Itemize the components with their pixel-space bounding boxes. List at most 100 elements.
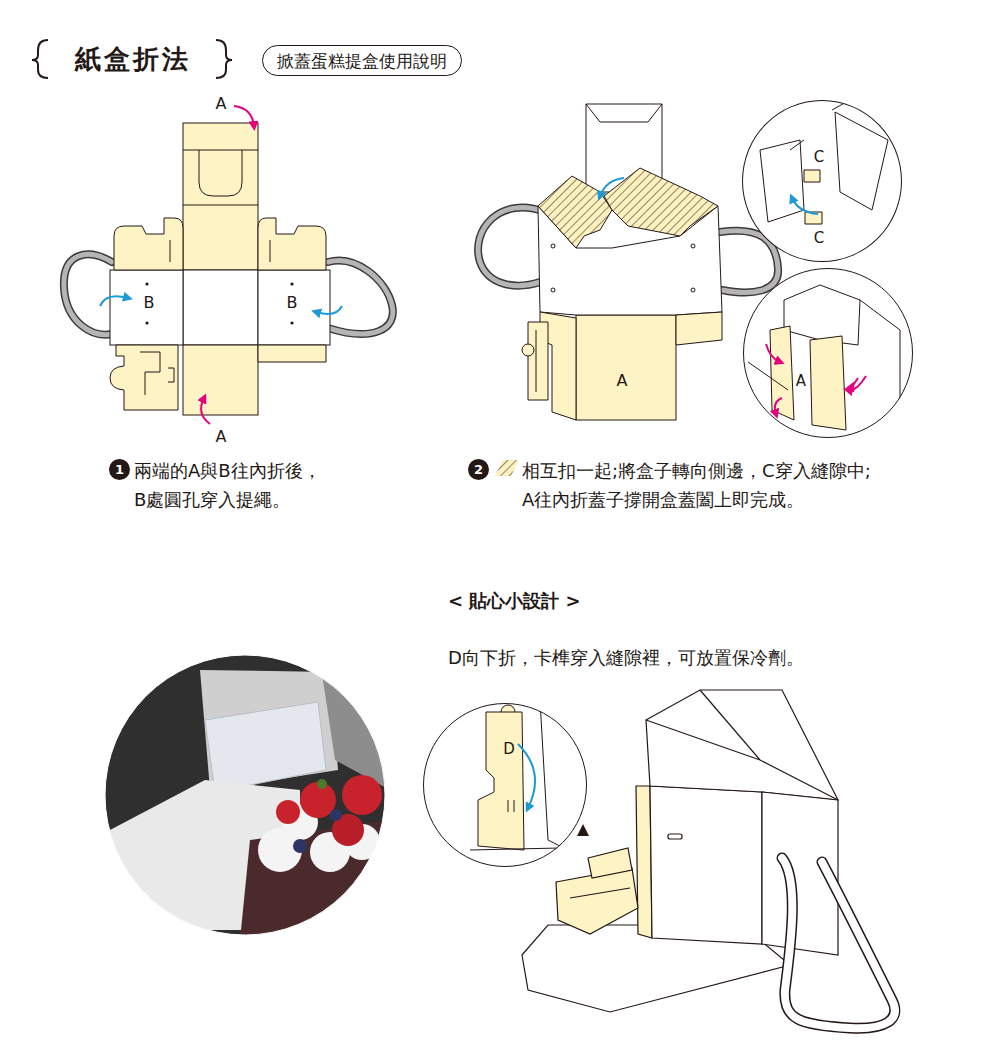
handle-rope <box>64 255 112 335</box>
detail-d <box>540 700 592 862</box>
box-net <box>110 270 183 345</box>
hole-dot <box>145 321 148 324</box>
folded-box <box>576 315 676 420</box>
detail-d <box>508 800 514 812</box>
step-number-text: 1 <box>115 463 124 477</box>
callout-letter: D <box>503 741 515 758</box>
photo <box>330 809 342 821</box>
title-braces <box>32 40 232 78</box>
fold-arrow <box>234 106 254 126</box>
hatch-icon <box>495 460 519 476</box>
photo <box>293 839 307 853</box>
detail-c <box>832 100 850 110</box>
handle-rope <box>328 261 393 334</box>
hole-dot <box>290 282 293 285</box>
callout-letter: A <box>796 373 806 390</box>
detail-circle: CC <box>742 100 902 262</box>
box-net <box>258 345 326 362</box>
detail-a <box>748 362 788 390</box>
hole-dot <box>145 282 148 285</box>
detail-c <box>760 140 804 222</box>
fold-arrow <box>852 378 858 387</box>
folded-box <box>538 176 612 248</box>
hole-dot <box>551 244 695 292</box>
fold-arrow <box>766 344 866 414</box>
fold-arrow <box>775 398 782 414</box>
detail-a <box>743 268 913 438</box>
open-box <box>588 848 632 878</box>
note-text: D向下折，卡榫穿入縫隙裡，可放置保冷劑。 <box>448 646 804 670</box>
photo <box>317 779 327 789</box>
folded-box <box>586 104 662 122</box>
step-number-text: 2 <box>474 463 483 477</box>
part-letter: A <box>617 372 628 390</box>
step-caption: 相互扣一起;將盒子轉向側邊，C穿入縫隙中; A往內折蓋子撐開盒蓋闔上即完成。 <box>522 456 992 514</box>
photo-frame <box>105 655 385 935</box>
detail-circle: D <box>423 703 587 867</box>
open-box <box>646 690 838 800</box>
open-box <box>668 834 682 839</box>
detail-circle: A <box>743 268 913 438</box>
detail-a <box>810 336 846 430</box>
detail-a <box>860 300 900 430</box>
callout-letter: C <box>814 230 824 247</box>
detail-d <box>423 703 587 867</box>
box-net <box>64 106 393 424</box>
hole-dot <box>290 321 293 324</box>
open-box <box>522 690 895 1028</box>
title-braces <box>216 40 232 78</box>
detail-c <box>742 101 902 261</box>
detail-c <box>790 140 804 150</box>
fold-arrow <box>100 296 128 306</box>
step-number: 2 <box>468 459 489 480</box>
detail-d <box>423 700 592 870</box>
fold-arrow <box>316 306 342 314</box>
open-box <box>636 786 652 938</box>
folded-box <box>600 178 624 196</box>
photo <box>100 650 390 940</box>
folded-box <box>528 322 548 400</box>
title-text: 紙盒折法 <box>75 42 191 77</box>
box-net <box>140 352 174 395</box>
box-net <box>110 345 178 410</box>
detail-d <box>470 848 592 870</box>
box-net <box>183 345 258 415</box>
hole-dot <box>691 288 695 292</box>
open-box <box>646 690 838 800</box>
photo <box>240 820 390 940</box>
box-net <box>270 240 271 262</box>
open-box <box>782 858 895 1028</box>
callout-letter: C <box>814 149 824 166</box>
open-box <box>577 824 589 836</box>
handle-rope <box>64 255 112 335</box>
fold-arrow <box>201 398 210 424</box>
box-net <box>258 218 326 270</box>
note-text: < 貼心小設計 > <box>448 589 581 613</box>
fold-arrow <box>100 106 342 424</box>
box-net <box>183 123 258 270</box>
detail-d <box>518 744 535 808</box>
handle-rope <box>478 208 545 286</box>
open-box <box>650 786 762 944</box>
open-box <box>556 868 638 934</box>
title-pill: 掀蓋蛋糕提盒使用說明 <box>262 45 462 76</box>
detail-d <box>478 712 524 850</box>
box-net <box>170 240 171 262</box>
box-net <box>258 270 330 345</box>
box-net <box>183 150 258 205</box>
folded-box <box>522 344 534 356</box>
photo <box>100 650 390 940</box>
folded-box <box>536 330 537 392</box>
folded-box <box>478 104 778 420</box>
handle-rope <box>478 208 545 286</box>
detail-c <box>792 198 818 214</box>
fold-arrow <box>766 344 780 362</box>
detail-c <box>742 100 902 261</box>
photo <box>320 660 390 790</box>
photo <box>205 702 326 792</box>
folded-box <box>676 312 722 345</box>
title-braces <box>32 40 48 78</box>
